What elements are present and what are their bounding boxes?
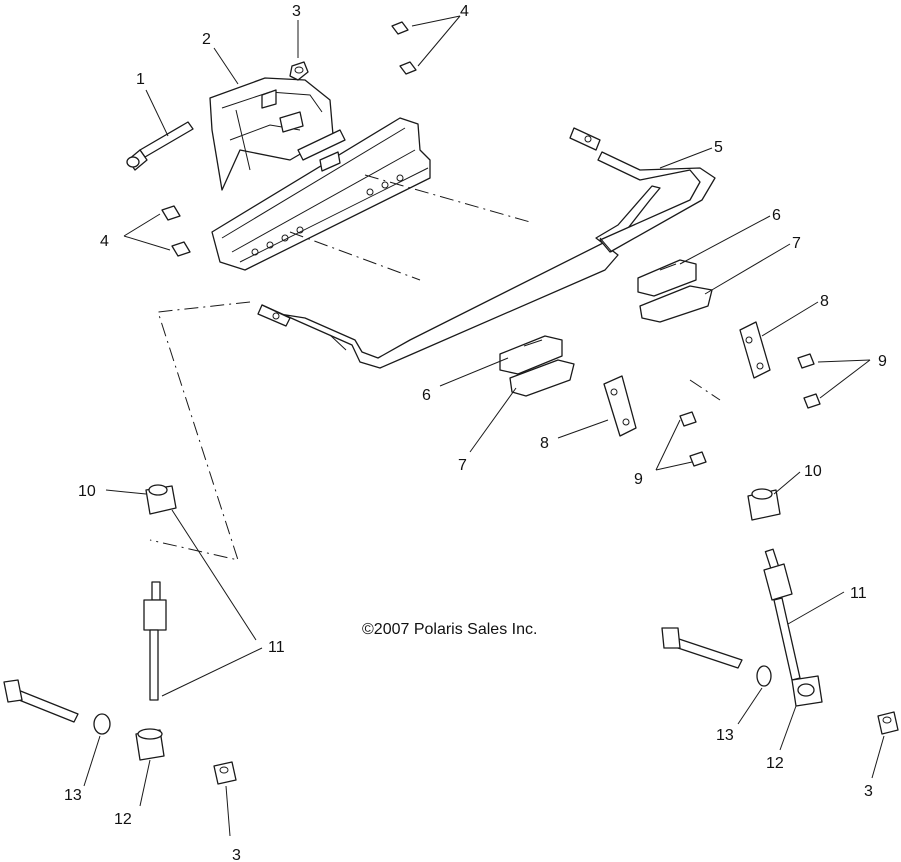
callout-10-right: 10 <box>804 463 822 480</box>
part-4-bolts-left <box>161 205 191 257</box>
part-12-end-right <box>791 675 823 707</box>
part-11-link-right <box>763 548 801 681</box>
callout-11-left: 11 <box>268 639 285 656</box>
copyright-notice: ©2007 Polaris Sales Inc. <box>362 621 537 638</box>
callout-1: 1 <box>136 71 145 88</box>
part-6-bushing-right <box>637 259 697 297</box>
callout-5: 5 <box>714 139 723 156</box>
part-4-bolts-top <box>391 21 417 75</box>
callout-12-left: 12 <box>114 811 132 828</box>
callout-3-bottom-right: 3 <box>864 783 873 800</box>
leader-lines <box>83 15 885 837</box>
callout-9-right: 9 <box>878 353 887 370</box>
part-13-bolt-left <box>3 679 111 735</box>
part-12-end-left <box>135 728 165 761</box>
callout-13-right: 13 <box>716 727 734 744</box>
part-10-mount-right <box>747 488 781 521</box>
callout-3-bottom-left: 3 <box>232 847 241 862</box>
part-9-nuts <box>679 353 821 467</box>
callout-7-right: 7 <box>792 235 801 252</box>
callout-8-center: 8 <box>540 435 549 452</box>
part-3-nut-top <box>289 61 309 81</box>
callout-4-left: 4 <box>100 233 109 250</box>
frame-mount-plate <box>211 117 431 271</box>
callout-2: 2 <box>202 31 211 48</box>
callout-numbers: 1 2 3 4 4 5 6 7 8 9 6 7 8 9 10 10 11 11 … <box>64 3 887 862</box>
part-8-plate-center <box>603 375 637 437</box>
callout-6-right: 6 <box>772 207 781 224</box>
callout-11-right: 11 <box>850 585 867 602</box>
assembly-dashed-lines <box>149 174 721 561</box>
part-10-mount-left <box>145 484 177 515</box>
callout-10-left: 10 <box>78 483 96 500</box>
callout-6-center: 6 <box>422 387 431 404</box>
part-8-plate-right <box>739 321 771 379</box>
callout-12-right: 12 <box>766 755 784 772</box>
part-2-bracket <box>209 77 334 191</box>
part-11-link-left <box>143 581 167 701</box>
callout-4-top: 4 <box>460 3 469 20</box>
part-6-bushing-center <box>499 335 563 375</box>
part-13-bolt-right <box>661 627 772 687</box>
callout-7-center: 7 <box>458 457 467 474</box>
part-5-stabilizer-bar <box>257 127 716 369</box>
part-7-clamp-right <box>639 285 713 323</box>
callout-3-top: 3 <box>292 3 301 20</box>
callout-9-center: 9 <box>634 471 643 488</box>
part-7-clamp-center <box>509 359 575 397</box>
part-1-bolt <box>126 121 194 171</box>
part-3-nut-bottom-left <box>213 761 237 785</box>
part-3-nut-bottom-right <box>877 711 899 735</box>
callout-8-right: 8 <box>820 293 829 310</box>
callout-13-left: 13 <box>64 787 82 804</box>
